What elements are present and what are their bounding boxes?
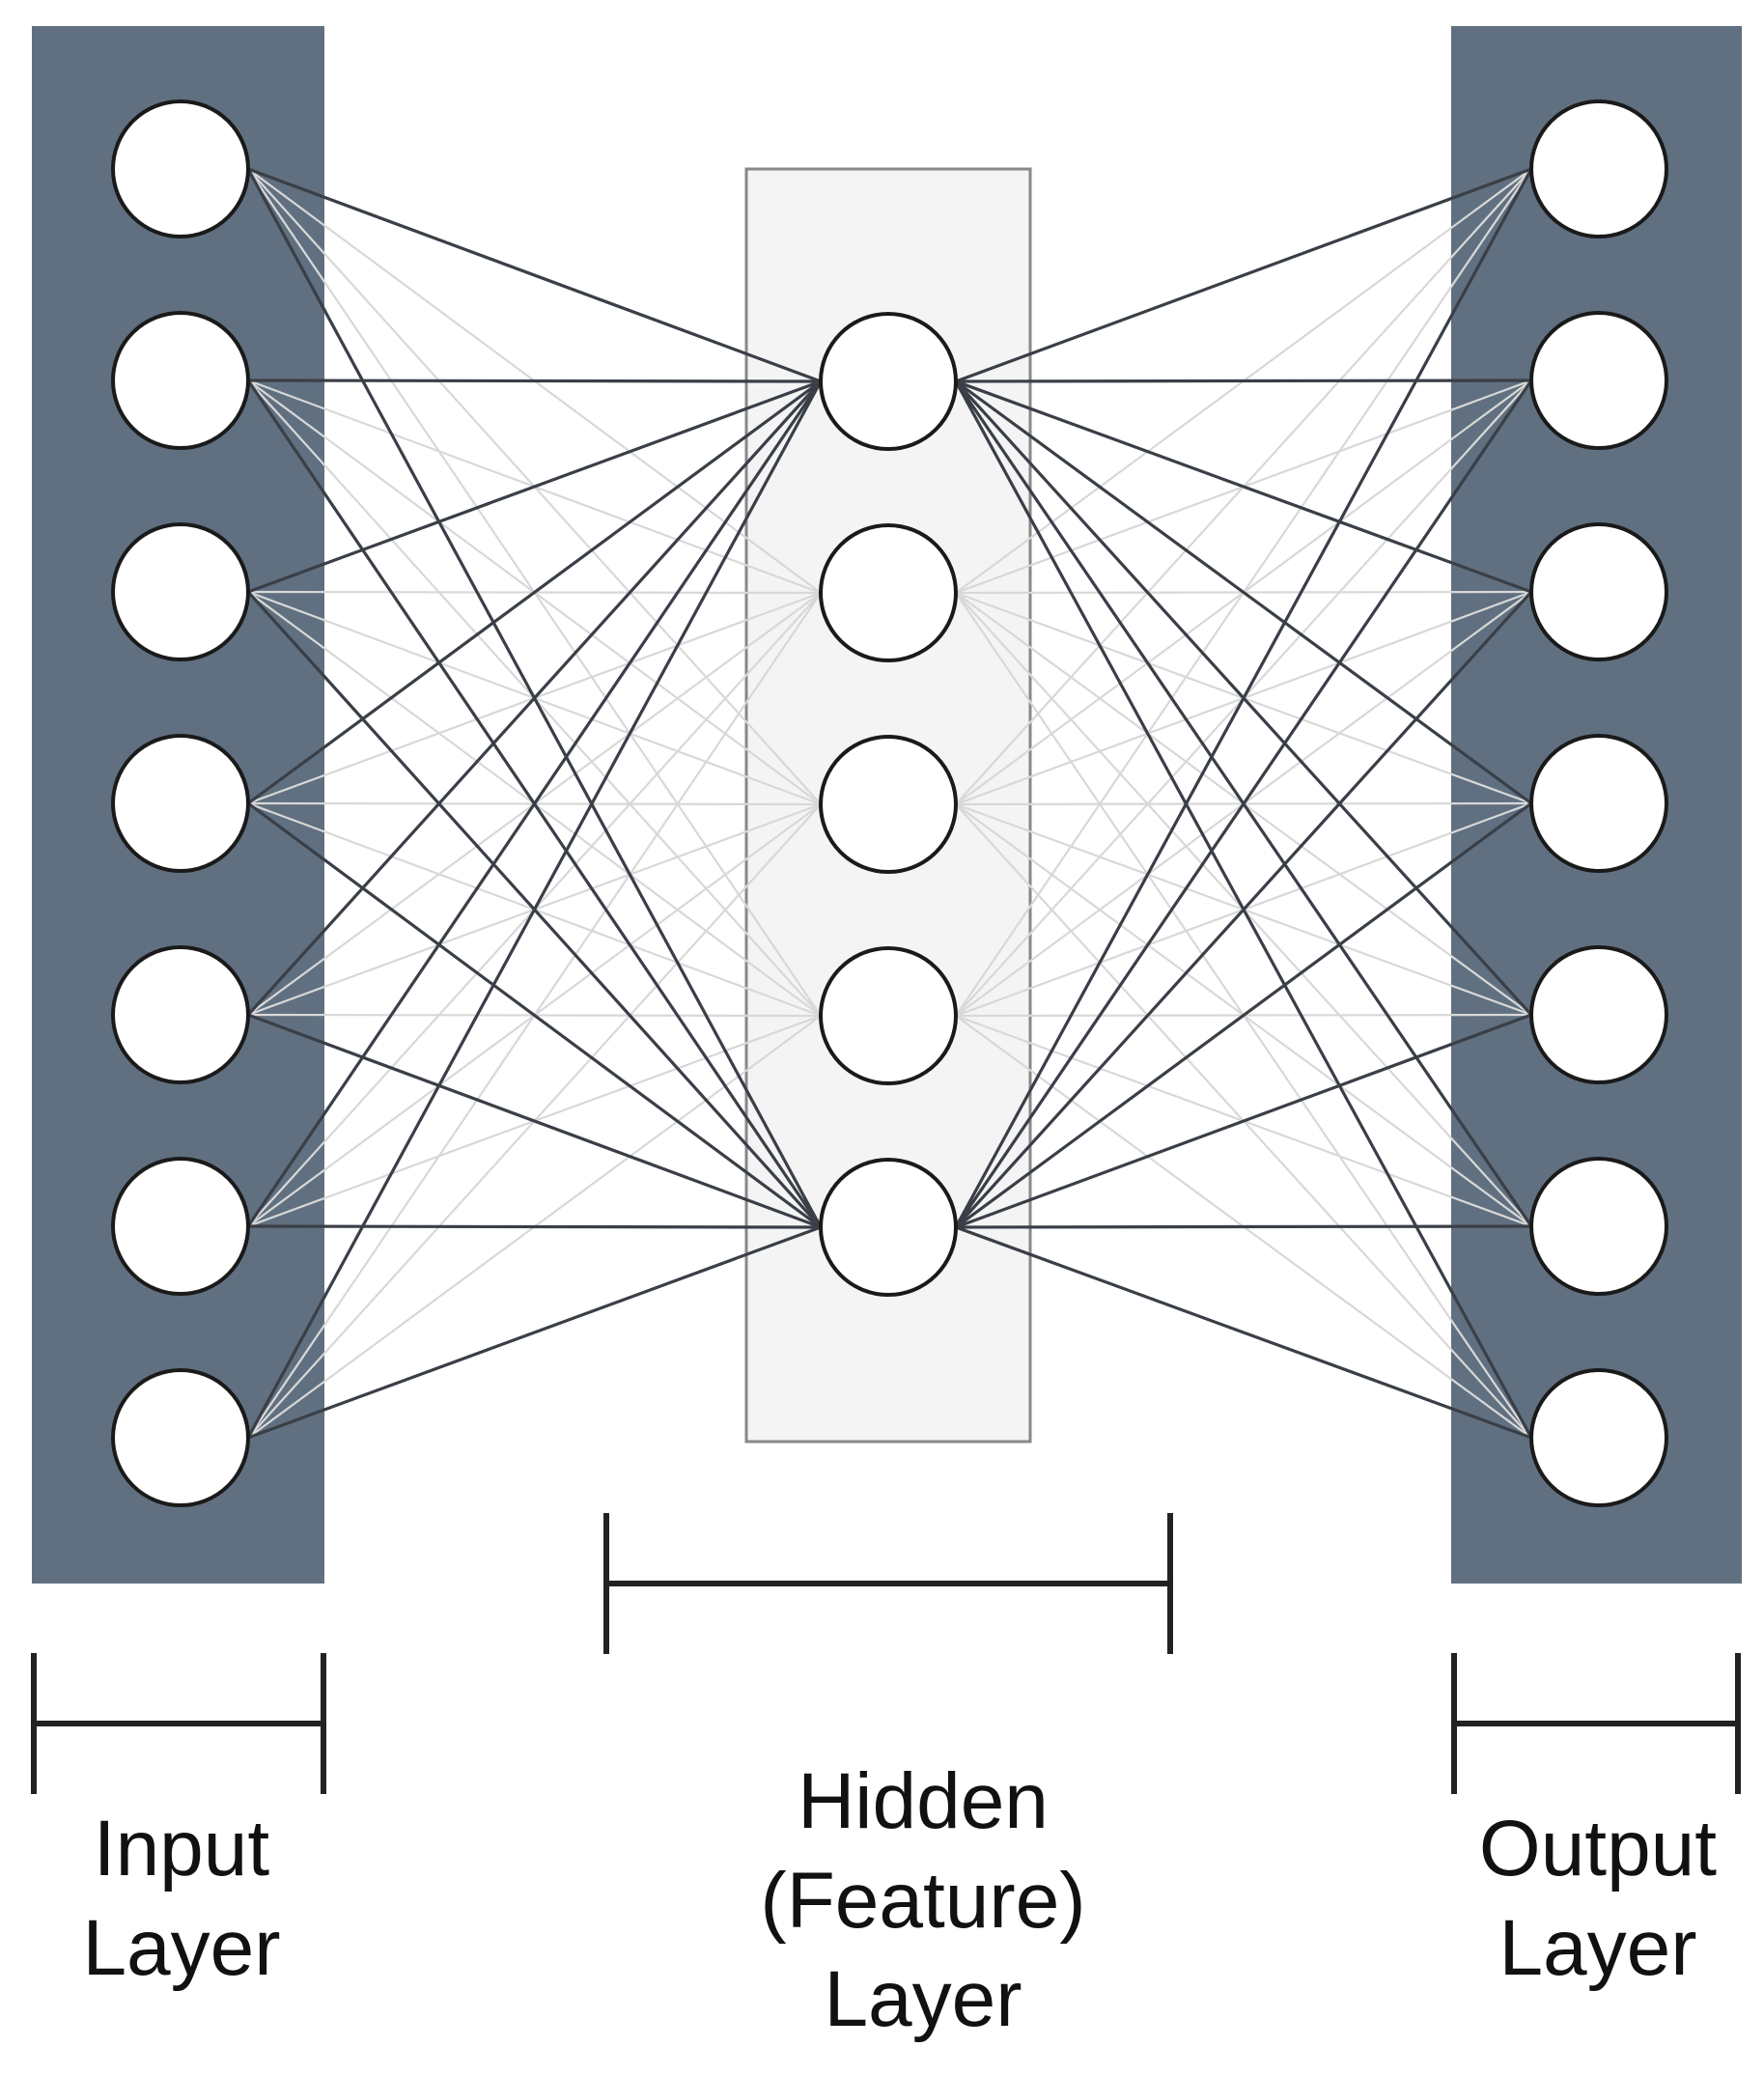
connection-input-4-hidden-4	[247, 1013, 822, 1229]
output-neuron-0	[1529, 99, 1668, 238]
hidden-neuron-3	[819, 946, 958, 1085]
hidden-neurons	[819, 312, 958, 1297]
input-neuron-6	[111, 1368, 250, 1507]
connection-hidden-4-output-6	[955, 1225, 1532, 1440]
input-bracket	[31, 1653, 326, 1794]
output-neuron-1	[1529, 311, 1668, 450]
connection-input-3-hidden-4	[247, 801, 822, 1229]
connection-input-5-hidden-4	[247, 1224, 822, 1229]
output-neuron-4	[1529, 945, 1668, 1084]
output-neurons	[1529, 99, 1668, 1507]
output-neuron-2	[1529, 522, 1668, 661]
connection-input-3-hidden-0	[247, 379, 822, 805]
connection-hidden-4-output-4	[955, 1013, 1532, 1229]
output-neuron-5	[1529, 1157, 1668, 1296]
output-bracket	[1451, 1653, 1741, 1794]
output-neuron-3	[1529, 734, 1668, 873]
input-neuron-1	[111, 311, 250, 450]
hidden-neuron-2	[819, 735, 958, 874]
input-neuron-0	[111, 99, 250, 238]
output-layer-label-line1: Output	[1479, 1805, 1717, 1893]
hidden-layer-label-line3: Layer	[824, 1955, 1022, 2043]
output-layer-label-line2: Layer	[1498, 1904, 1696, 1992]
connection-input-1-hidden-0	[247, 379, 822, 383]
connection-hidden-0-output-3	[955, 379, 1532, 805]
hidden-layer-label-line2: (Feature)	[760, 1857, 1085, 1945]
hidden-neuron-4	[819, 1158, 958, 1297]
connection-hidden-4-output-5	[955, 1224, 1532, 1229]
input-neuron-5	[111, 1157, 250, 1296]
connection-input-2-hidden-4	[246, 590, 823, 1229]
connection-input-0-hidden-4	[246, 168, 823, 1228]
input-neuron-3	[111, 734, 250, 873]
output-neuron-6	[1529, 1368, 1668, 1507]
connection-hidden-0-output-0	[955, 167, 1532, 383]
connection-hidden-4-output-2	[954, 590, 1533, 1229]
connection-hidden-4-output-1	[954, 379, 1533, 1228]
input-neurons	[111, 99, 250, 1507]
input-neuron-4	[111, 945, 250, 1084]
connection-hidden-4-output-3	[955, 801, 1532, 1229]
connection-hidden-4-output-0	[954, 168, 1533, 1228]
input-neuron-2	[111, 522, 250, 661]
strong-connections	[246, 167, 1533, 1440]
hidden-neuron-0	[819, 312, 958, 451]
connection-input-0-hidden-0	[247, 167, 822, 383]
hidden-layer-label-line1: Hidden	[798, 1757, 1049, 1845]
connection-input-2-hidden-0	[247, 379, 822, 594]
connection-input-1-hidden-4	[246, 379, 823, 1228]
hidden-neuron-1	[819, 523, 958, 662]
connection-hidden-0-output-1	[955, 379, 1532, 383]
input-layer-label-line2: Layer	[82, 1904, 280, 1992]
hidden-bracket	[603, 1513, 1173, 1654]
input-layer-label-line1: Input	[94, 1805, 270, 1893]
connection-hidden-0-output-2	[955, 379, 1532, 594]
layer-brackets	[31, 1513, 1741, 1794]
connection-input-6-hidden-4	[247, 1225, 822, 1440]
